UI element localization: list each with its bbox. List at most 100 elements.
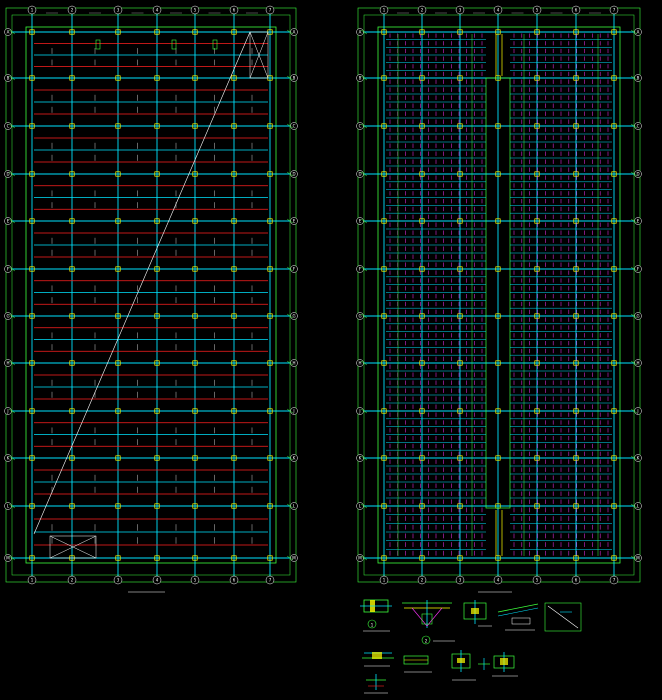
plan-left-column-marker <box>267 555 273 561</box>
plan-left-column-marker <box>267 123 273 129</box>
plan-left-axis-letter: K <box>7 456 10 461</box>
plan-left-column-marker <box>192 171 198 177</box>
plan-left-column-marker <box>115 360 121 366</box>
plan-right-axis-number: 5 <box>536 578 539 583</box>
detail-2[interactable]: 2 <box>402 600 455 645</box>
plan-left-column-marker <box>192 503 198 509</box>
detail-8[interactable] <box>451 650 476 681</box>
plan-left-dim-tick <box>8 75 16 81</box>
plan-right-axis-bubble <box>455 575 465 585</box>
plan-left-column-marker <box>231 266 237 272</box>
plan-left-column-marker <box>69 503 75 509</box>
connection-details-area[interactable]: 1 2 <box>360 599 582 694</box>
plan-right-axis-letter: C <box>359 124 362 129</box>
plan-right-column-marker <box>419 360 425 366</box>
plan-right-axis-letter: J <box>358 409 360 414</box>
plan-right-dim-tick <box>360 360 368 366</box>
plan-left-axis-letter: F <box>293 267 296 272</box>
detail-1[interactable]: 1 <box>360 599 392 632</box>
plan-right-column-marker <box>495 455 501 461</box>
plan-left-axis-letter: D <box>292 172 295 177</box>
plan-left-dim-tick <box>8 266 16 272</box>
plan-left-column-marker <box>115 455 121 461</box>
plan-right-column-marker <box>419 171 425 177</box>
plan-left-outer-frame <box>5 7 297 583</box>
plan-right-axis-bubble <box>532 5 542 15</box>
plan-right-dim-tick <box>360 218 368 224</box>
plan-right-column-marker <box>381 171 387 177</box>
plan-left-column-marker <box>192 555 198 561</box>
plan-right-column-marker <box>573 218 579 224</box>
plan-right-column-marker <box>419 29 425 35</box>
plan-right-axis-letter: C <box>637 124 640 129</box>
plan-right-column-marker <box>457 123 463 129</box>
plan-right-column-marker <box>573 408 579 414</box>
plan-right-axis-letter: H <box>636 361 639 366</box>
plan-right-column-marker <box>381 266 387 272</box>
detail-9[interactable] <box>478 658 490 670</box>
detail-5[interactable] <box>544 602 582 632</box>
plan-left-column-marker <box>267 360 273 366</box>
plan-left-column-marker <box>154 555 160 561</box>
plan-left-column-marker <box>231 455 237 461</box>
plan-left-column-marker <box>231 171 237 177</box>
plan-left-dim-tick <box>8 360 16 366</box>
plan-left-column-marker <box>29 123 35 129</box>
plan-left-column-marker <box>69 171 75 177</box>
plan-right-column-marker <box>457 503 463 509</box>
plan-left-axis-number: 7 <box>269 578 272 583</box>
plan-right-column-marker <box>573 360 579 366</box>
plan-left-column-marker <box>192 218 198 224</box>
plan-left-opening-marker <box>171 39 177 50</box>
detail-10[interactable] <box>492 652 518 677</box>
plan-left-column-marker <box>69 455 75 461</box>
plan-right-axis-bubble <box>493 5 503 15</box>
plan-left-dim-tick <box>8 555 16 561</box>
plan-right-column-marker <box>573 503 579 509</box>
plan-right-column-marker <box>534 266 540 272</box>
plan-left-dim-tick <box>286 360 294 366</box>
plan-right-axis-letter: D <box>636 172 639 177</box>
plan-right-axis-number: 7 <box>613 8 616 13</box>
plan-left-brace-diagonal <box>249 31 269 79</box>
plan-left-dim-tick <box>286 408 294 414</box>
plan-left-axis-letter: L <box>293 504 296 509</box>
detail-7[interactable] <box>403 655 432 673</box>
plan-left-axis-bubble <box>152 5 162 15</box>
plan-left-dim-tick <box>286 266 294 272</box>
plan-right-column-marker <box>611 123 617 129</box>
plan-left-axis-letter: A <box>7 30 10 35</box>
plan-left-dim-tick <box>8 29 16 35</box>
plan-right-dim-tick <box>360 503 368 509</box>
plan-left-column-marker <box>267 503 273 509</box>
plan-left-dim-tick <box>8 408 16 414</box>
plan-right-column-marker <box>611 360 617 366</box>
plan-left-axis-bubble <box>229 575 239 585</box>
plan-right-axis-letter: B <box>359 76 362 81</box>
plan-left-axis-number: 1 <box>31 578 34 583</box>
detail-2-mark: 2 <box>425 639 428 644</box>
plan-right-column-marker <box>534 171 540 177</box>
plan-right-column-marker <box>534 75 540 81</box>
plan-left-column-marker <box>69 313 75 319</box>
plan-right-axis-letter: K <box>637 456 640 461</box>
plan-right-dim-frame <box>363 14 635 576</box>
plan-right-column-marker <box>457 555 463 561</box>
plan-right-axis-letter: B <box>637 76 640 81</box>
detail-3[interactable] <box>463 600 492 627</box>
plan-right-column-marker <box>381 360 387 366</box>
plan-right-eave-line <box>377 26 621 564</box>
detail-6[interactable] <box>362 652 394 667</box>
detail-11[interactable] <box>364 674 388 694</box>
plan-right-axis-number: 6 <box>575 8 578 13</box>
plan-right-dim-tick <box>630 360 638 366</box>
plan-right-axis-letter: A <box>359 30 362 35</box>
plan-left-column-marker <box>29 29 35 35</box>
detail-2-mark-circle <box>421 635 431 645</box>
detail-4[interactable] <box>497 603 539 631</box>
plan-left-column-marker <box>154 218 160 224</box>
plan-right-axis-letter: A <box>637 30 640 35</box>
plan-left-axis-letter: C <box>293 124 296 129</box>
